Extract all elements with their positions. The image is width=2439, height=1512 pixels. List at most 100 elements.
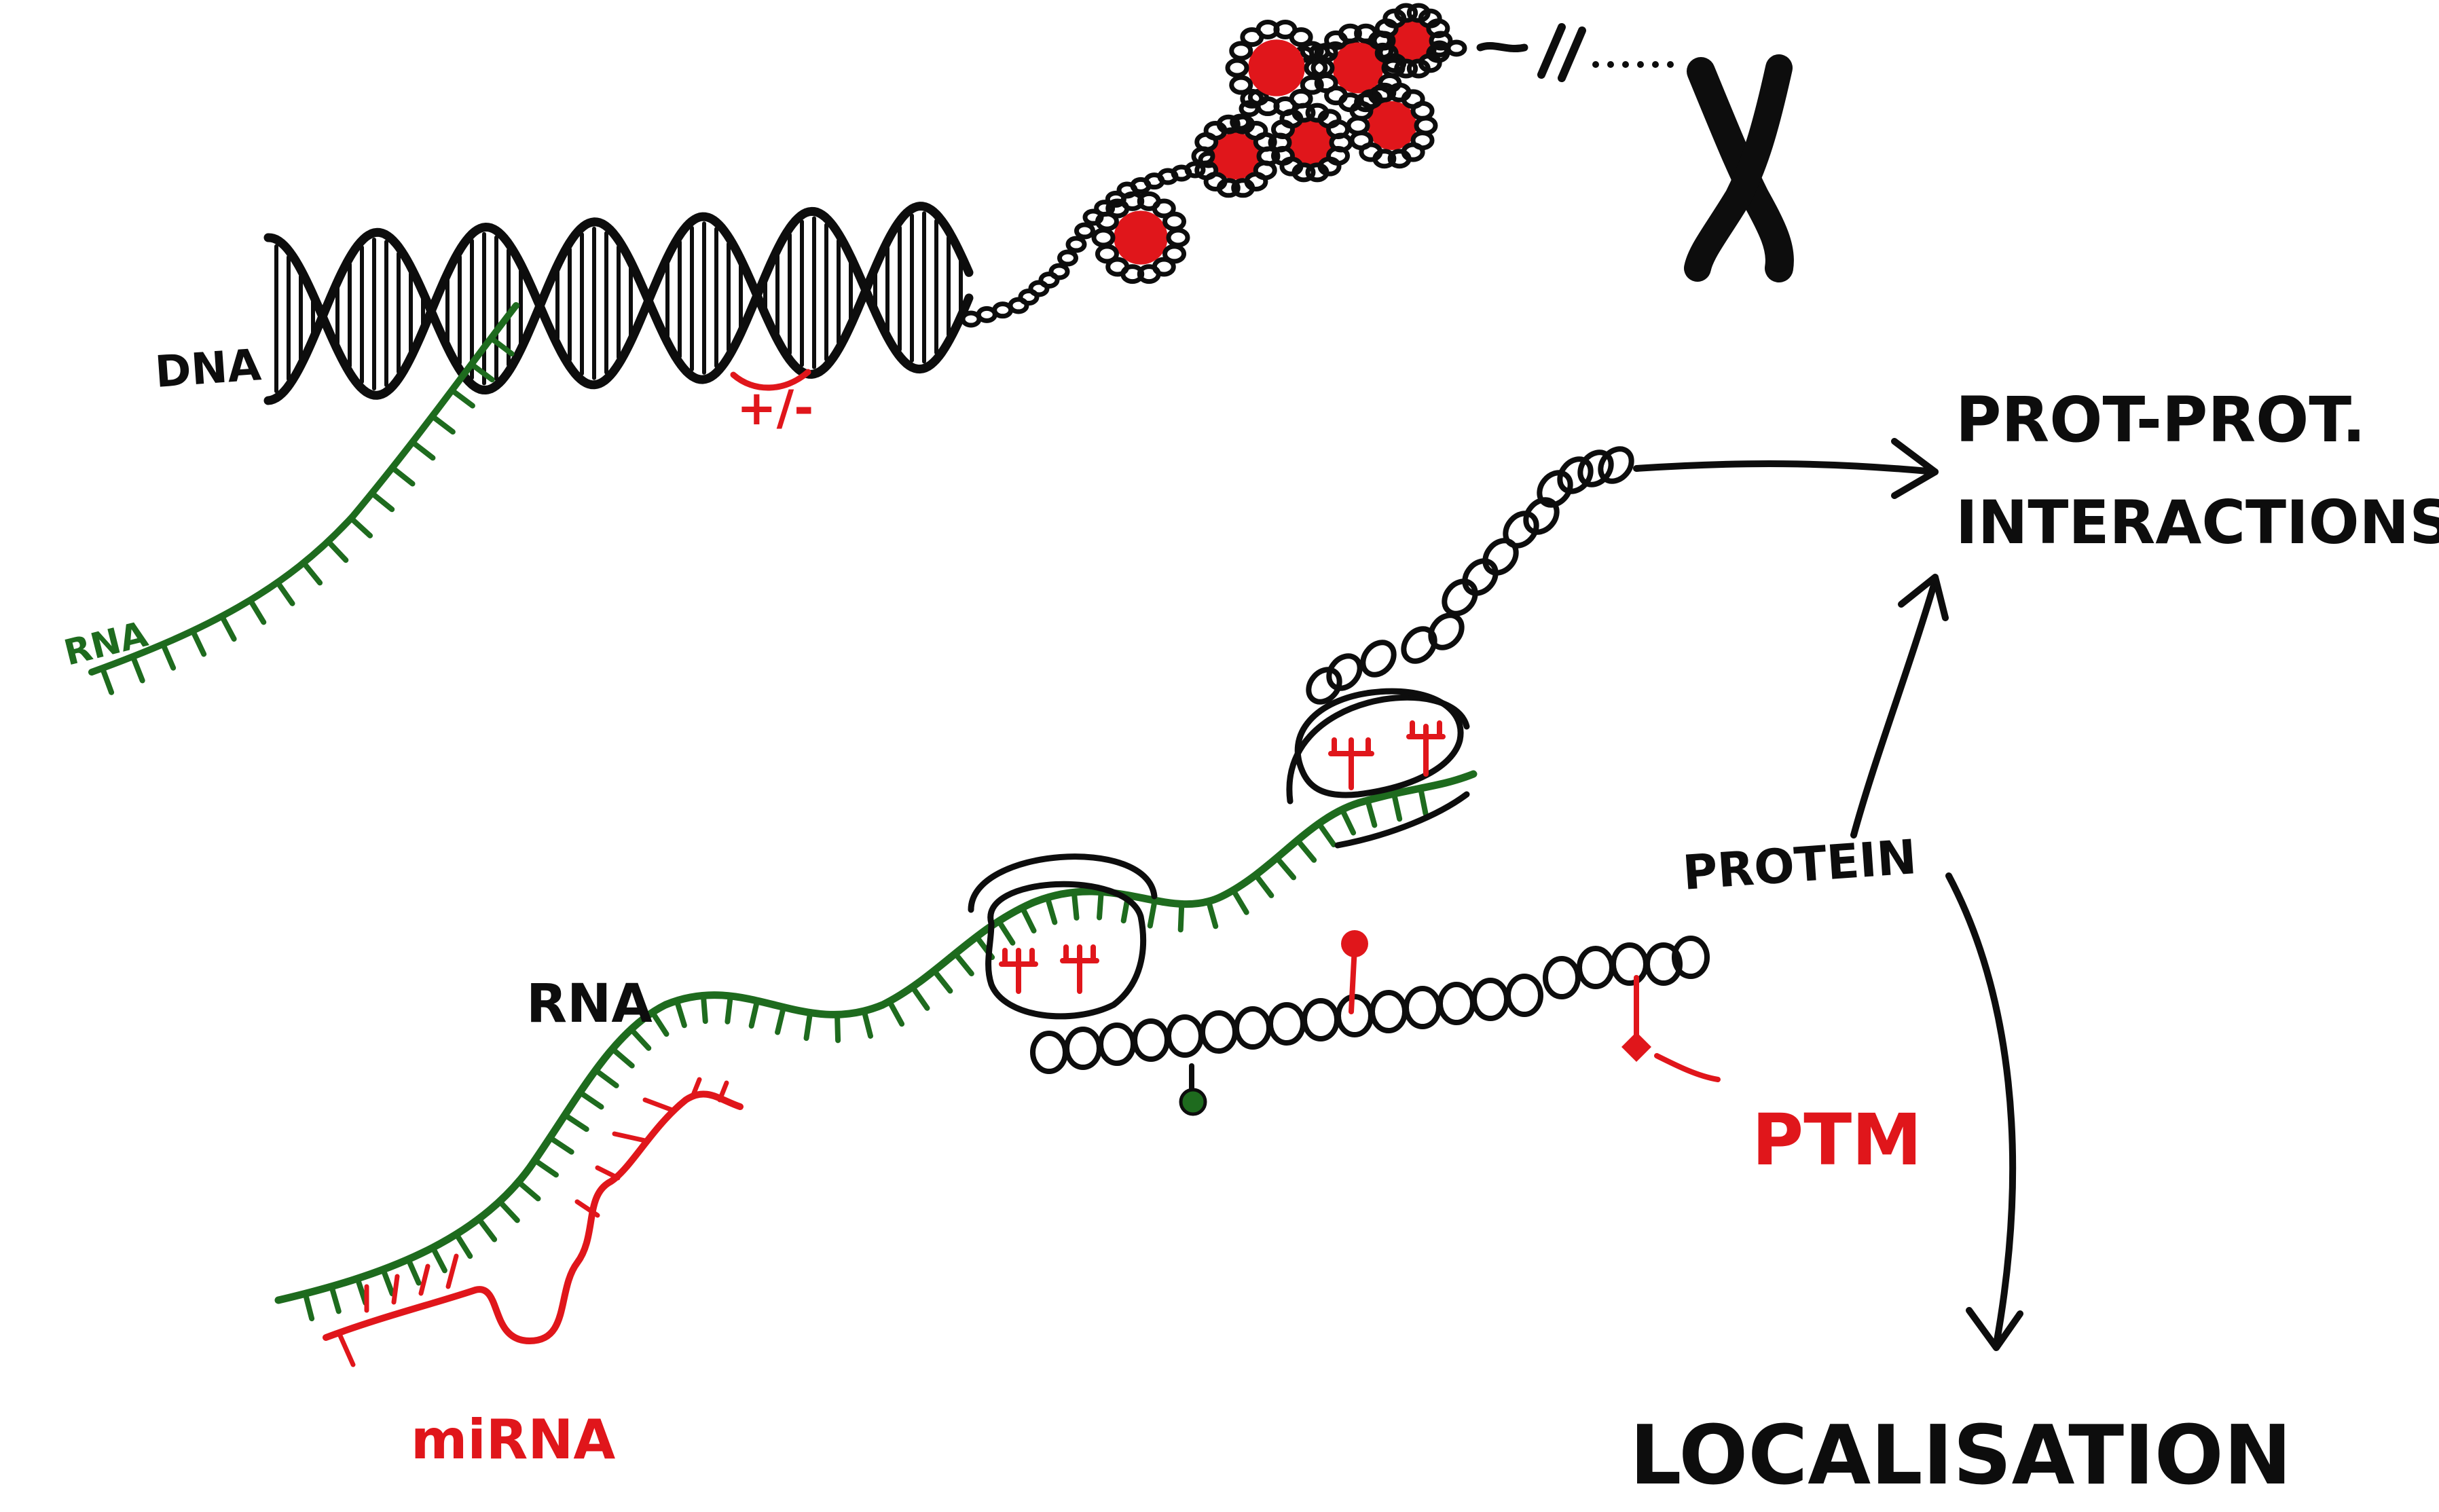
amino-acid-bead bbox=[1537, 470, 1573, 508]
dna-wrap-loop bbox=[1216, 114, 1241, 134]
mirna-pairing bbox=[642, 1097, 675, 1113]
ptm-groups bbox=[1179, 930, 1721, 1116]
rna-base bbox=[449, 387, 475, 409]
rna-base bbox=[803, 1010, 813, 1041]
mirna-pairing bbox=[391, 1274, 400, 1305]
amino-acid-bead bbox=[1268, 1002, 1306, 1046]
rna-base bbox=[469, 361, 495, 383]
rna-base bbox=[301, 559, 323, 586]
rna-base bbox=[348, 515, 373, 538]
ppi-label-line2: INTERACTIONS bbox=[1956, 487, 2439, 557]
dna-wrap-loop bbox=[1240, 88, 1264, 109]
amino-acid-bead bbox=[1462, 558, 1499, 596]
mirna-pairing bbox=[595, 1165, 621, 1181]
rna-base bbox=[247, 597, 267, 625]
amino-acid-bead bbox=[1132, 1018, 1170, 1062]
amino-acid-bead bbox=[1577, 946, 1615, 989]
dna-wrap-loop bbox=[1105, 257, 1130, 277]
rna-base bbox=[547, 1135, 574, 1155]
chromosome-icon bbox=[1684, 54, 1794, 282]
rna-base bbox=[325, 538, 349, 564]
rna-base bbox=[369, 490, 395, 513]
rna-base bbox=[380, 1266, 395, 1297]
rna-bottom-bases bbox=[302, 786, 1429, 1322]
dna-wrap-loop bbox=[1305, 162, 1329, 183]
dna-wrap-loop bbox=[1095, 244, 1119, 264]
rna-base bbox=[909, 984, 930, 1011]
histone-core bbox=[1212, 132, 1260, 180]
amino-acid-bead bbox=[1064, 1027, 1102, 1070]
rna-base bbox=[748, 997, 760, 1029]
protein-chain bbox=[1030, 936, 1710, 1074]
chromatin-loop bbox=[1018, 289, 1040, 306]
dna-wrap-loop bbox=[1253, 132, 1277, 152]
histone-core bbox=[1114, 210, 1168, 265]
rna-base bbox=[1339, 807, 1357, 836]
histone-core bbox=[1391, 20, 1433, 62]
rna-base bbox=[274, 579, 295, 606]
rna-base bbox=[1316, 820, 1337, 848]
amino-acid-bead bbox=[1166, 1014, 1204, 1058]
chromatin-loop bbox=[1057, 249, 1078, 267]
ptm-phosphate-top bbox=[1341, 930, 1368, 957]
rna-base bbox=[130, 654, 145, 684]
rna-base bbox=[628, 1026, 652, 1051]
dna-wrap-loop bbox=[1310, 58, 1335, 78]
rna-base bbox=[454, 1231, 473, 1259]
rna-base bbox=[1205, 898, 1219, 929]
rna-base bbox=[329, 1283, 342, 1314]
dna-wrap-loop bbox=[1426, 18, 1450, 39]
amino-acid-bead bbox=[1437, 982, 1475, 1025]
dna-wrap-loop bbox=[1120, 191, 1145, 211]
rna-base bbox=[160, 641, 177, 671]
rna-base bbox=[562, 1112, 589, 1132]
dna-wrap-loop bbox=[1387, 149, 1412, 169]
rna-transcript-top bbox=[88, 302, 519, 695]
amino-acid-bead bbox=[1030, 1031, 1068, 1074]
rna-base bbox=[389, 464, 416, 487]
rna-base bbox=[593, 1067, 619, 1088]
rna-base bbox=[405, 1256, 422, 1286]
localisation-label: LOCALISATION bbox=[1630, 1409, 2292, 1503]
mirna-pairing bbox=[418, 1264, 430, 1296]
rna-base bbox=[609, 1046, 635, 1069]
mirna-base bbox=[717, 1080, 729, 1103]
rna-base bbox=[302, 1291, 315, 1322]
rna-base bbox=[1274, 855, 1297, 881]
ppi-label-line1: PROT-PROT. bbox=[1956, 384, 2366, 456]
break-dot bbox=[1667, 61, 1674, 68]
rna-base bbox=[725, 993, 733, 1025]
dna-strand-b bbox=[263, 206, 974, 405]
break-dots bbox=[1592, 61, 1674, 68]
rna-base bbox=[1071, 889, 1080, 921]
arrow-to-ppi bbox=[1633, 438, 1939, 499]
dna-wrap-loop bbox=[1410, 100, 1435, 121]
rna-base bbox=[354, 1276, 369, 1306]
rna-transcript-bottom bbox=[274, 770, 1478, 1322]
rna-base bbox=[476, 1216, 498, 1242]
dna-wrap-loop bbox=[1137, 264, 1161, 284]
rna-base bbox=[886, 998, 905, 1027]
dna-wrap-loop bbox=[1346, 115, 1370, 136]
break-dot bbox=[1622, 61, 1629, 68]
rna-base bbox=[430, 1244, 447, 1274]
dna-wrap-loop bbox=[1095, 211, 1119, 232]
rna-base bbox=[409, 439, 436, 461]
rna-base bbox=[861, 1008, 873, 1039]
dna-wrap-loop bbox=[1394, 3, 1418, 23]
amino-acid-bead bbox=[1672, 936, 1710, 979]
dna-strand-a bbox=[263, 202, 974, 400]
amino-acid-bead bbox=[1234, 1006, 1272, 1050]
amino-acid-bead bbox=[1306, 667, 1342, 705]
chromatin-loop bbox=[1038, 272, 1060, 289]
rna-base bbox=[429, 413, 456, 435]
rna-base bbox=[700, 993, 708, 1025]
histone-core bbox=[1248, 39, 1305, 96]
ptm-diamond bbox=[1621, 1032, 1651, 1062]
rna-base bbox=[99, 665, 115, 695]
protein-label: PROTEIN bbox=[1681, 829, 1918, 901]
dna-wrap-loop bbox=[1225, 58, 1249, 78]
break-dot bbox=[1607, 61, 1614, 68]
